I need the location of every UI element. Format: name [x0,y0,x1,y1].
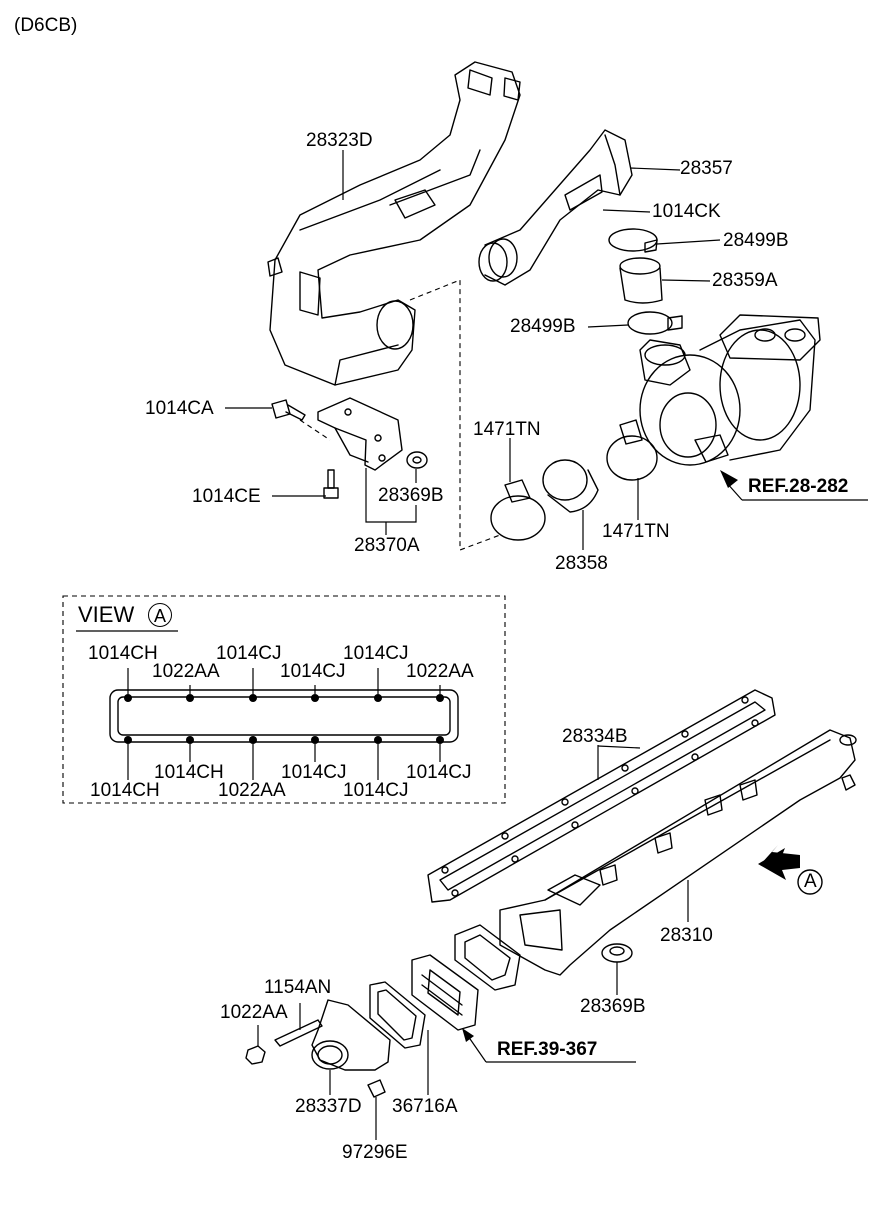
pipe-28357 [478,129,633,286]
view-label-bottom-1: 1014CH [90,780,160,801]
label-28359a: 28359A [712,270,778,291]
intake-manifold-28310 [499,729,857,976]
dashed-guide [409,279,501,551]
hose-28323d [267,61,521,386]
stud-1154an [274,1019,323,1047]
label-1471tn-right: 1471TN [602,521,670,542]
bolt-1014ca [271,399,306,421]
bolt-1014ce [323,469,339,499]
label-28369b-top: 28369B [378,485,444,506]
view-a-bolts [124,668,444,780]
nut-28369b-top [406,451,428,469]
label-28499b-mid: 28499B [510,316,576,337]
gasket-small [369,981,426,1049]
view-label-bottom-6: 1014CJ [406,762,472,783]
label-28370a: 28370A [354,535,420,556]
view-label-top-2: 1022AA [152,661,220,682]
sleeve-28358 [542,459,599,513]
gasket-bolt-holes [441,696,759,897]
label-1022aa-bottom: 1022AA [220,1002,288,1023]
view-label-bottom-2: 1014CH [154,762,224,783]
label-28499b-top: 28499B [723,230,789,251]
label-1014ca: 1014CA [145,398,214,419]
label-28358: 28358 [555,553,608,574]
nut-1022aa-bottom [245,1045,266,1065]
label-28334b: 28334B [562,726,628,747]
view-label-bottom-3: 1022AA [218,780,286,801]
label-28337d: 28337D [295,1096,362,1117]
view-label-top-3: 1014CJ [216,643,282,664]
clamp-28499b-mid [627,311,683,335]
label-28310: 28310 [660,925,713,946]
label-1014ce: 1014CE [192,486,261,507]
clamp-1471tn-right [606,419,658,481]
clamp-28499b-top [608,228,658,253]
bracket-28370a [317,397,403,471]
view-label-top-6: 1022AA [406,661,474,682]
ref-28-282[interactable]: REF.28-282 [748,476,849,497]
heater-36716a [411,954,479,1031]
view-a-box [62,595,506,804]
view-a-title: VIEW [78,602,135,627]
view-a-letter: A [148,603,172,627]
view-a-underline [76,630,178,632]
view-label-top-5: 1014CJ [343,643,409,664]
label-1471tn-left: 1471TN [473,419,541,440]
view-a-gasket [109,689,459,743]
label-36716a: 36716A [392,1096,458,1117]
label-28323d: 28323D [306,130,373,151]
elbow-28337d [311,999,391,1071]
view-arrow [758,845,823,895]
engine-code: (D6CB) [14,15,78,36]
bracket-97296e [367,1079,386,1098]
gasket-28334b [427,689,776,903]
label-28357: 28357 [680,158,733,179]
view-label-top-1: 1014CH [88,643,158,664]
hose-28359a [619,257,663,304]
arrow-a-letter: A [804,871,817,892]
ref-39-367[interactable]: REF.39-367 [497,1039,598,1060]
leader-lines [225,150,868,1140]
label-1014ck: 1014CK [652,201,721,222]
nut-28369b-bottom [601,943,633,963]
label-1154an: 1154AN [264,977,332,998]
label-28369b-bottom: 28369B [580,996,646,1017]
view-label-top-4: 1014CJ [280,661,346,682]
view-label-bottom-4: 1014CJ [281,762,347,783]
turbocharger [639,314,821,466]
gasket-plate [454,924,521,991]
view-label-bottom-5: 1014CJ [343,780,409,801]
clamp-1471tn-left [490,479,546,541]
label-97296e: 97296E [342,1142,408,1163]
